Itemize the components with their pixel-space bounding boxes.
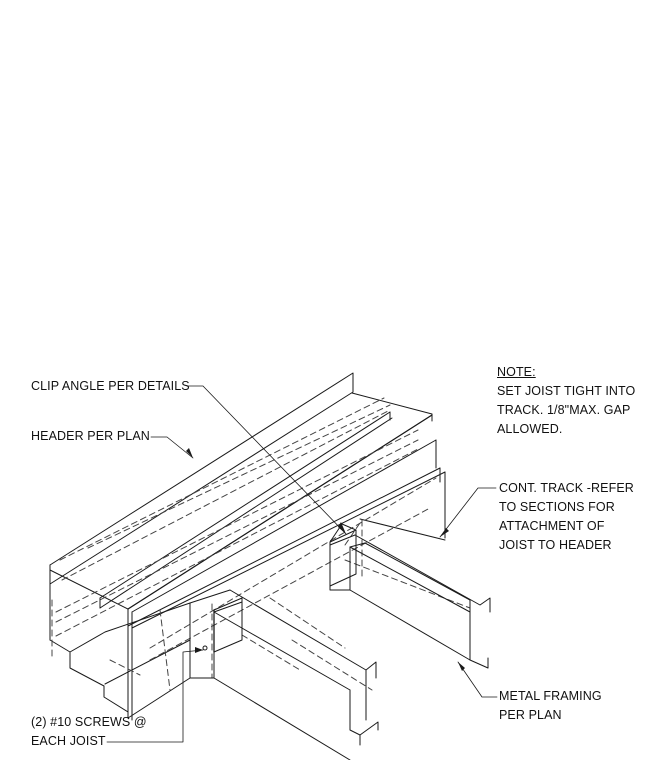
cont-track-callout: CONT. TRACK -REFER TO SECTIONS FOR ATTAC… [499, 479, 634, 555]
header-assembly [49, 372, 446, 721]
callout-line: ATTACHMENT OF [499, 519, 605, 533]
metal-framing-callout: METAL FRAMING PER PLAN [499, 687, 602, 725]
note-line: TRACK. 1/8"MAX. GAP [497, 403, 631, 417]
callout-line: PER PLAN [499, 708, 562, 722]
header-callout: HEADER PER PLAN [31, 429, 150, 443]
leader-lines [106, 385, 498, 743]
note-line: ALLOWED. [497, 422, 563, 436]
right-joist [329, 534, 491, 669]
clip-angle-callout: CLIP ANGLE PER DETAILS [31, 379, 190, 393]
left-joist [189, 589, 379, 760]
callout-line: METAL FRAMING [499, 689, 602, 703]
callout-line: (2) #10 SCREWS @ [31, 715, 147, 729]
note-line: SET JOIST TIGHT INTO [497, 384, 636, 398]
screws-callout: (2) #10 SCREWS @ EACH JOIST [31, 713, 147, 751]
note-block: NOTE: SET JOIST TIGHT INTO TRACK. 1/8"MA… [497, 363, 635, 439]
callout-line: TO SECTIONS FOR [499, 500, 615, 514]
callout-line: EACH JOIST [31, 734, 106, 748]
note-heading: NOTE: [497, 365, 536, 379]
clip-angle-left [202, 597, 243, 653]
callout-line: CONT. TRACK -REFER [499, 481, 634, 495]
hidden-lines [51, 397, 471, 691]
callout-line: JOIST TO HEADER [499, 538, 612, 552]
